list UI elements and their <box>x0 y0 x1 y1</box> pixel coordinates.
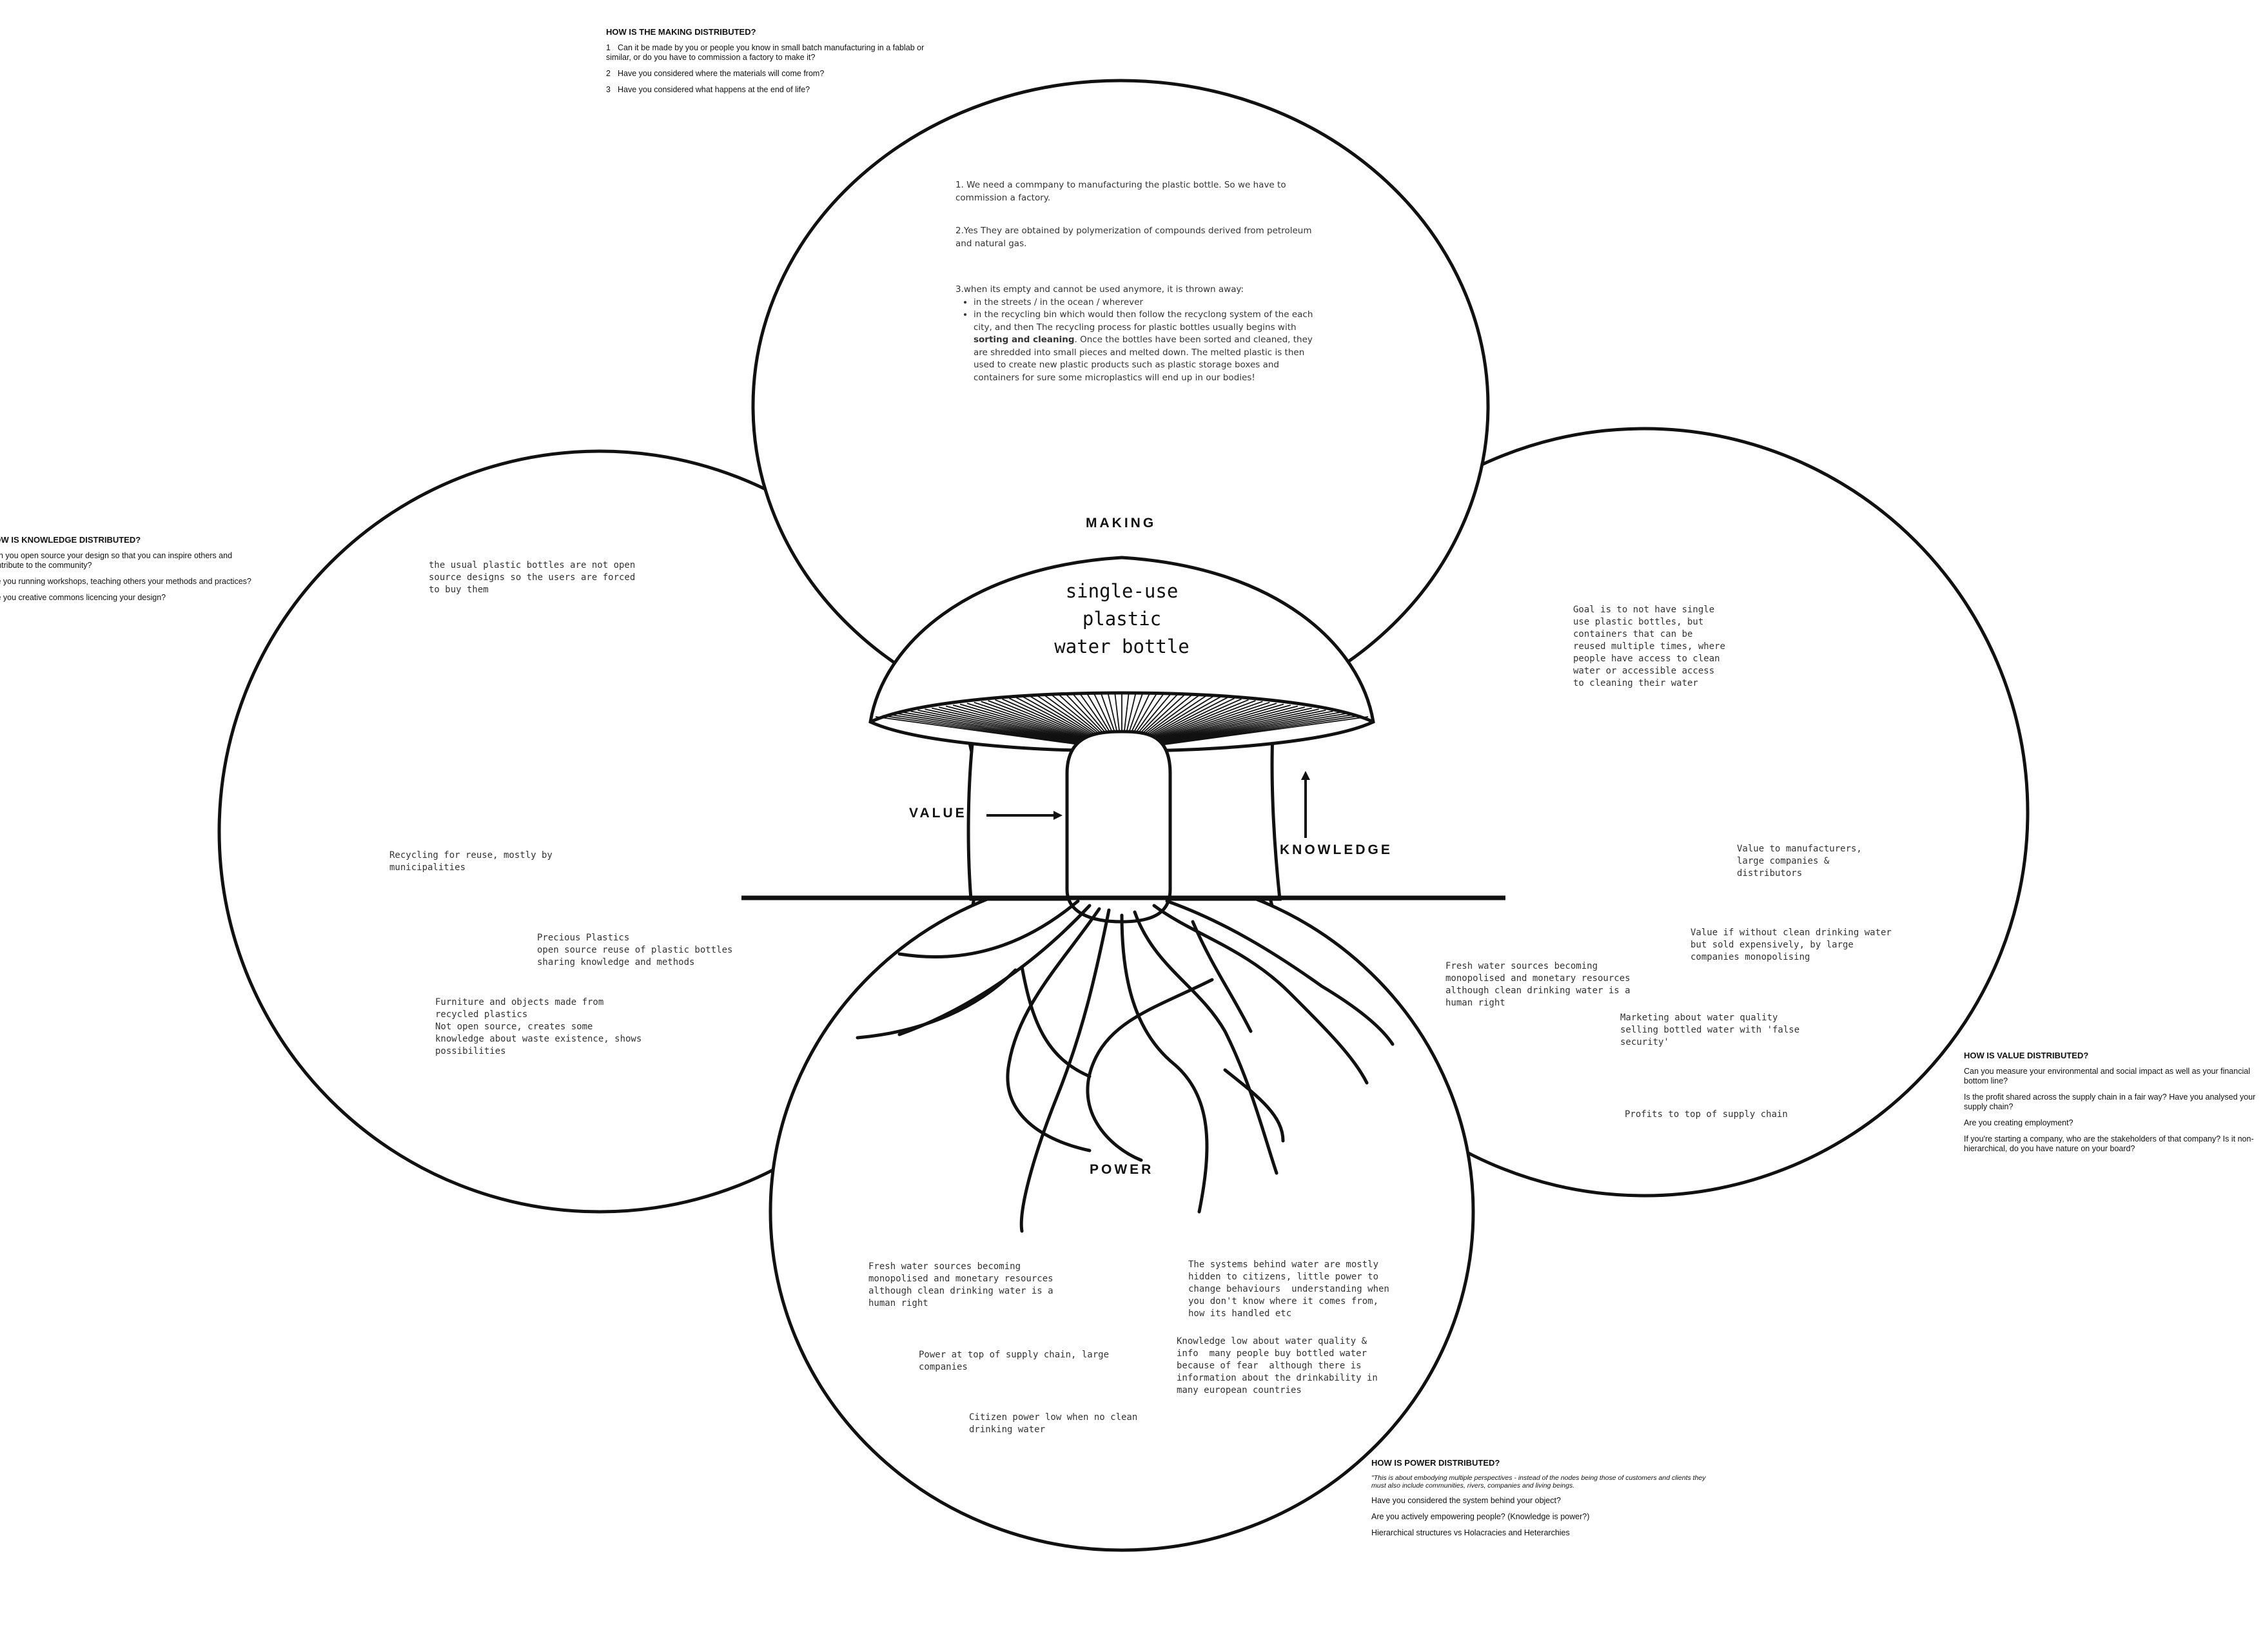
power-prompt: HOW IS POWER DISTRIBUTED? "This is about… <box>1371 1458 1707 1544</box>
making-prompt-heading: HOW IS THE MAKING DISTRIBUTED? <box>606 27 756 37</box>
making-answer-2: 2.Yes They are obtained by polymerizatio… <box>955 226 1312 249</box>
making-answer-3: 3.when its empty and cannot be used anym… <box>955 284 1326 384</box>
making-label: MAKING <box>1086 516 1157 530</box>
power-prompt-q3: Hierarchical structures vs Holacracies a… <box>1371 1528 1570 1537</box>
knowledge-prompt-q1: Can you open source your design so that … <box>0 551 233 570</box>
object-title: single-use plastic water bottle <box>1054 580 1190 657</box>
value-note-5: Marketing about water quality selling bo… <box>1620 1013 1800 1047</box>
making-answer-3-bullet-1: in the streets / in the ocean / wherever <box>974 296 1326 309</box>
value-arrow <box>986 811 1063 820</box>
mushroom-core <box>1065 730 1172 924</box>
making-answers: 1. We need a commpany to manufacturing t… <box>955 179 1326 384</box>
knowledge-prompt: HOW IS KNOWLEDGE DISTRIBUTED? Can you op… <box>0 535 259 609</box>
value-note-1: Goal is to not have single use plastic b… <box>1573 605 1726 688</box>
power-prompt-q1: Have you considered the system behind yo… <box>1371 1496 1561 1505</box>
mushroom-roots <box>856 899 1395 1233</box>
power-prompt-q2: Are you actively empowering people? (Kno… <box>1371 1512 1590 1521</box>
value-note-2: Value to manufacturers, large companies … <box>1737 844 1862 879</box>
power-prompt-heading: HOW IS POWER DISTRIBUTED? <box>1371 1458 1500 1468</box>
knowledge-label: KNOWLEDGE <box>1280 842 1393 857</box>
knowledge-note-1: the usual plastic bottles are not open s… <box>429 560 636 595</box>
value-prompt-q1: Can you measure your environmental and s… <box>1964 1067 2250 1085</box>
value-note-6: Profits to top of supply chain <box>1625 1109 1788 1120</box>
value-prompt-heading: HOW IS VALUE DISTRIBUTED? <box>1964 1051 2089 1060</box>
power-note-1: Fresh water sources becoming monopolised… <box>868 1261 1053 1308</box>
value-prompt-q3: Are you creating employment? <box>1964 1118 2073 1127</box>
power-note-5: Citizen power low when no clean drinking… <box>969 1412 1138 1435</box>
mushroom-gill-rim <box>869 691 1375 724</box>
knowledge-note-4: Furniture and objects made from recycled… <box>435 997 642 1056</box>
knowledge-prompt-q3: Are you creative commons licencing your … <box>0 593 166 602</box>
power-note-4: Knowledge low about water quality & info… <box>1177 1336 1378 1395</box>
value-note-4: Fresh water sources becoming monopolised… <box>1445 961 1631 1008</box>
knowledge-arrow <box>1301 771 1310 838</box>
value-prompt-q4: If you're starting a company, who are th… <box>1964 1134 2254 1153</box>
power-note-2: The systems behind water are mostly hidd… <box>1188 1259 1389 1319</box>
value-prompt: HOW IS VALUE DISTRIBUTED? Can you measur… <box>1964 1051 2257 1160</box>
gill-line <box>1141 716 1369 748</box>
power-label: POWER <box>1090 1162 1154 1177</box>
value-note-3: Value if without clean drinking water bu… <box>1690 928 1892 962</box>
power-circle <box>769 871 1475 1552</box>
making-answer-3-bullet-2: in the recycling bin which would then fo… <box>974 309 1326 384</box>
power-note-3: Power at top of supply chain, large comp… <box>919 1350 1110 1372</box>
power-prompt-note: "This is about embodying multiple perspe… <box>1371 1474 1706 1490</box>
making-answer-1: 1. We need a commpany to manufacturing t… <box>955 180 1286 203</box>
knowledge-prompt-q2: Are you running workshops, teaching othe… <box>0 577 251 586</box>
knowledge-note-2: Recycling for reuse, mostly by municipal… <box>389 850 553 873</box>
knowledge-note-3: Precious Plastics open source reuse of p… <box>537 933 733 967</box>
knowledge-prompt-heading: HOW IS KNOWLEDGE DISTRIBUTED? <box>0 535 141 545</box>
value-prompt-q2: Is the profit shared across the supply c… <box>1964 1093 2256 1111</box>
value-label: VALUE <box>909 806 967 821</box>
